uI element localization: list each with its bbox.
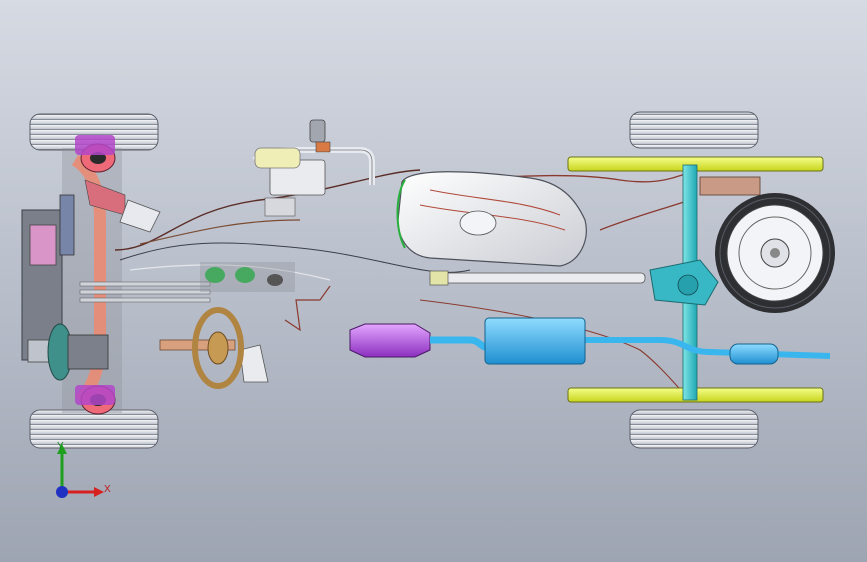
front-left-suspension-spring[interactable] — [75, 135, 115, 155]
x-axis-label: X — [104, 484, 111, 495]
rear-muffler[interactable] — [729, 343, 779, 365]
driveshaft[interactable] — [429, 270, 646, 286]
rear-left-tire[interactable] — [629, 111, 759, 149]
front-right-suspension-spring[interactable] — [75, 385, 115, 405]
main-muffler[interactable] — [484, 317, 586, 365]
rear-right-tire[interactable] — [629, 409, 759, 449]
x-axis-arrowhead — [94, 487, 104, 497]
front-axle-assembly[interactable] — [21, 148, 126, 413]
pedal-bracket[interactable] — [239, 344, 269, 383]
fuel-tank[interactable] — [396, 171, 587, 267]
coordinate-triad: X Y — [44, 440, 124, 510]
z-axis-dot — [56, 486, 68, 498]
y-axis-label: Y — [57, 441, 64, 452]
rear-shock-absorber[interactable] — [699, 176, 761, 196]
evap-canister-group[interactable] — [252, 119, 375, 217]
triad-axes — [56, 444, 104, 498]
y-axis-arrowhead — [57, 444, 67, 454]
engine-mount-bracket[interactable] — [119, 199, 161, 233]
steering-wheel[interactable] — [192, 307, 244, 389]
spare-tire[interactable] — [715, 193, 835, 313]
shifter-cable-group[interactable] — [200, 262, 295, 292]
rear-axle[interactable] — [649, 164, 719, 401]
catalytic-converter[interactable] — [349, 323, 431, 358]
brake-booster[interactable] — [47, 323, 109, 381]
brake-line-bundle[interactable] — [79, 281, 211, 303]
